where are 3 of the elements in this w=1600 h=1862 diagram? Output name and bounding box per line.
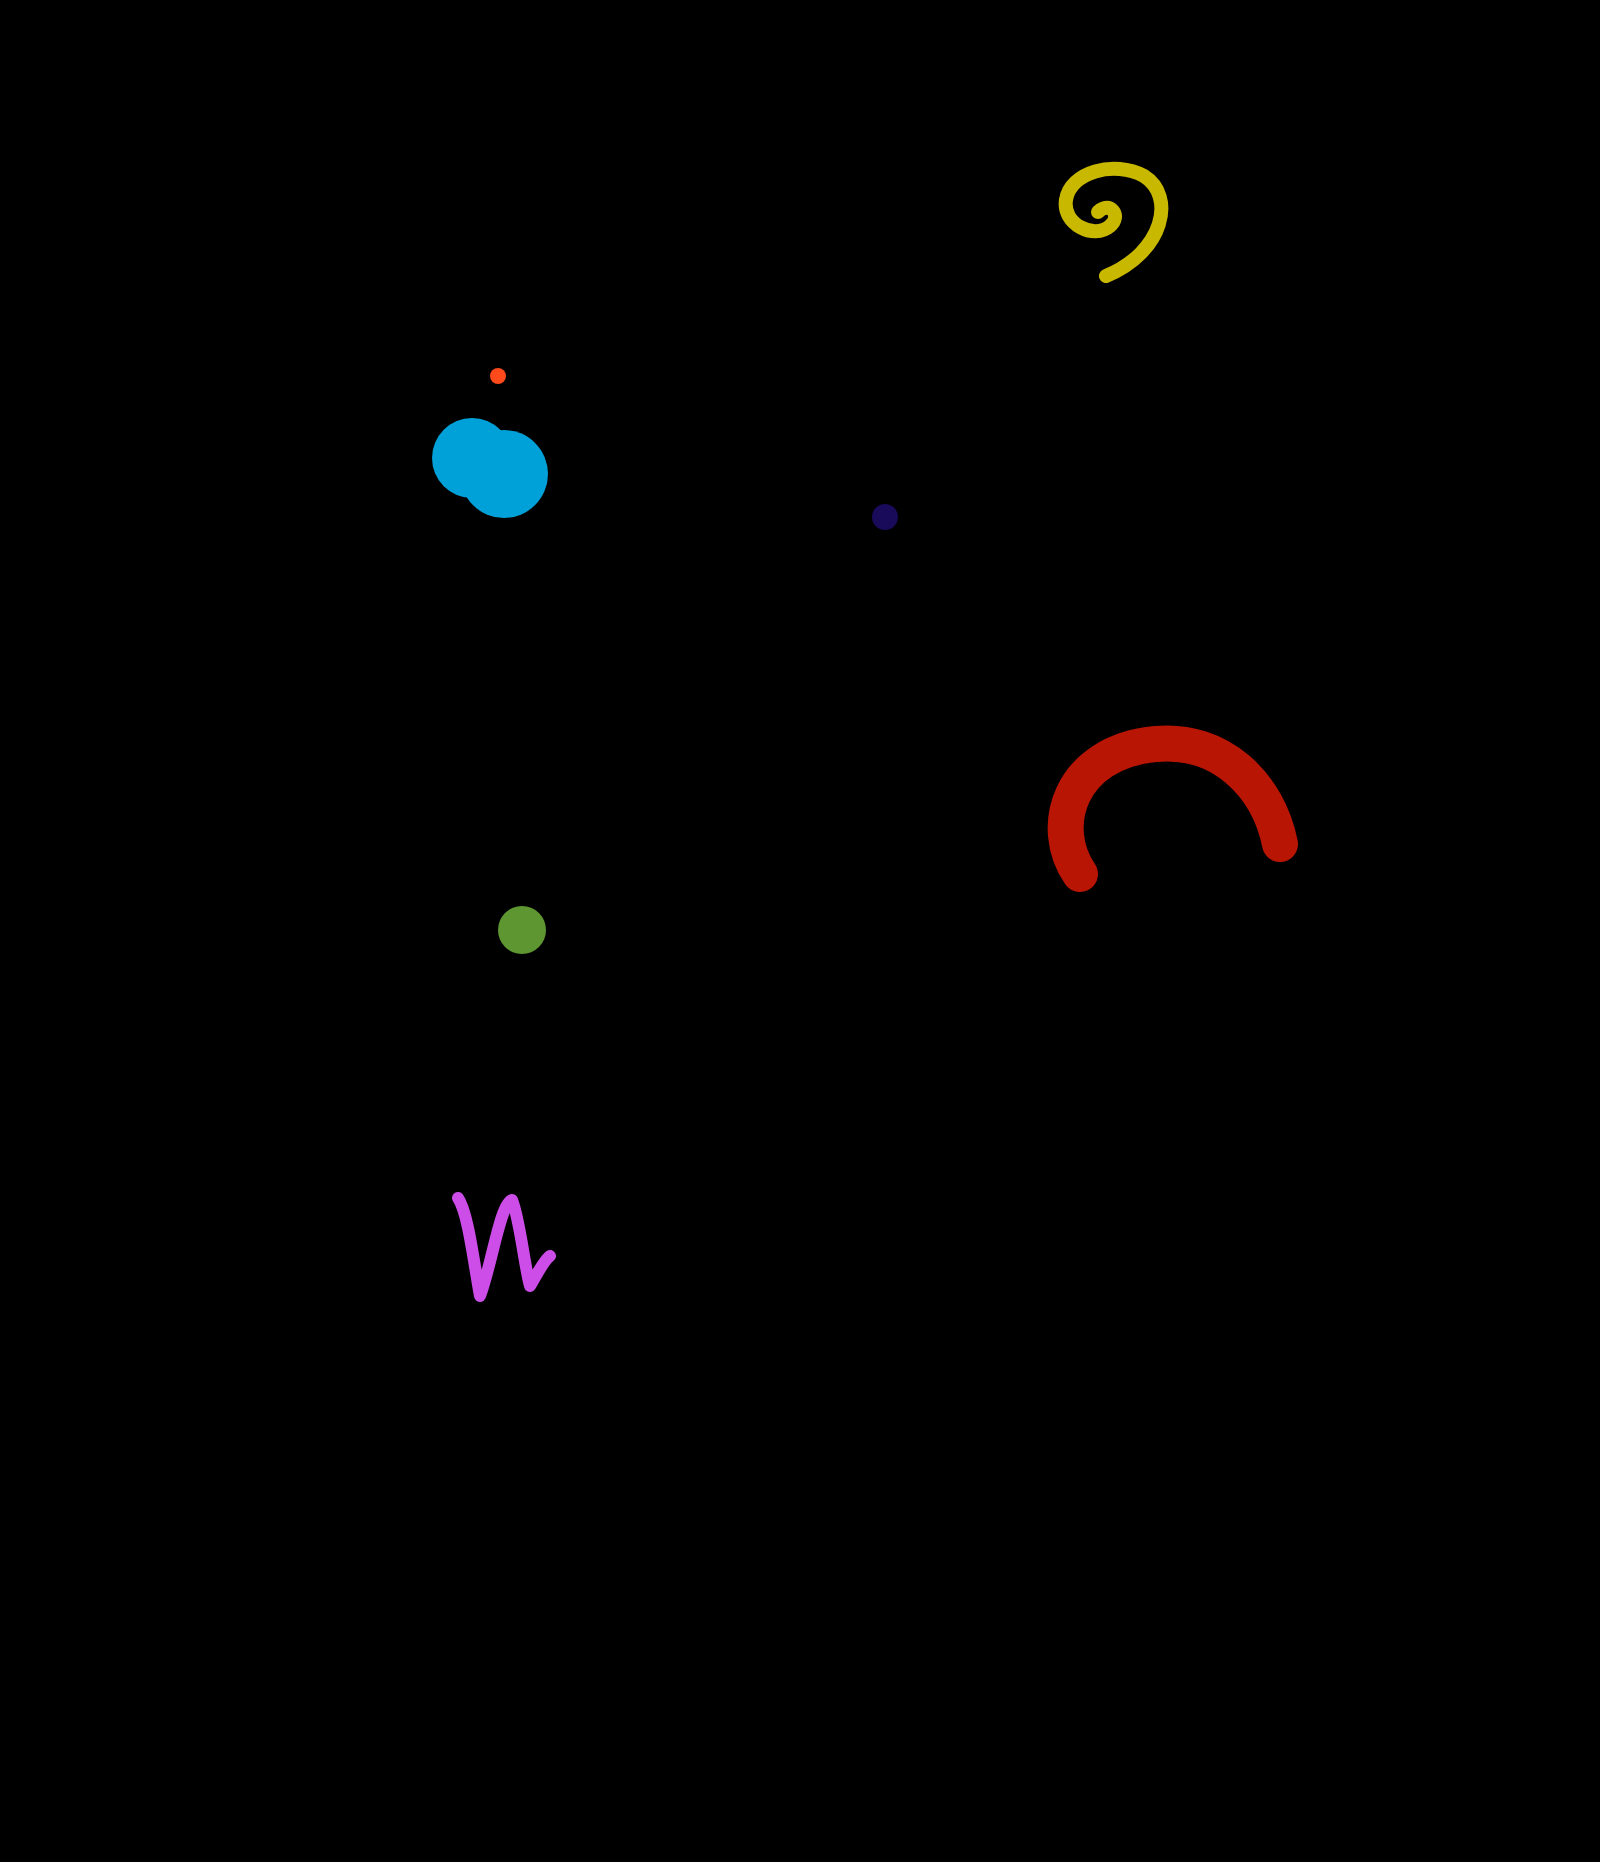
- dot: [498, 906, 546, 954]
- dot: [490, 368, 506, 384]
- dot: [871, 503, 897, 529]
